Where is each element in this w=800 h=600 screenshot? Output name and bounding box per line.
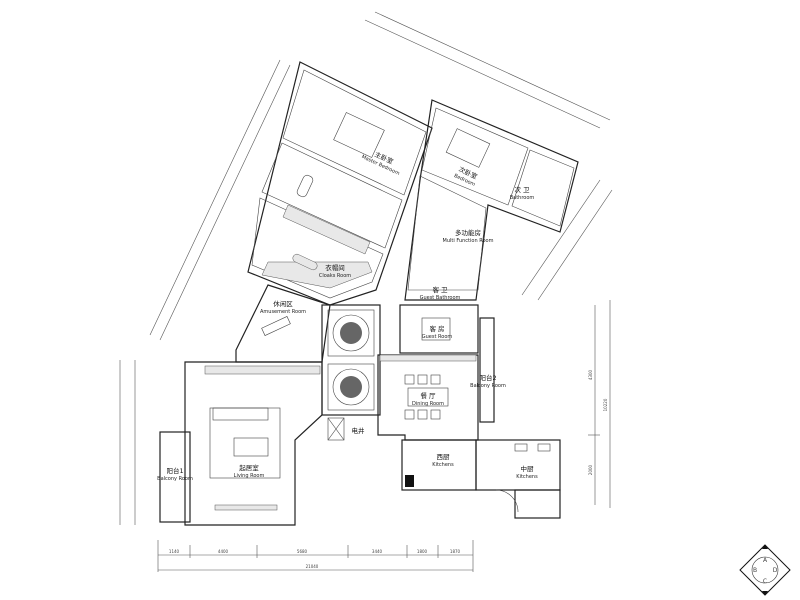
svg-text:Kitchens: Kitchens (432, 462, 454, 468)
svg-text:衣帽间: 衣帽间 (325, 263, 345, 272)
svg-text:阳台2: 阳台2 (479, 373, 496, 382)
bedroom-wing (364, 11, 613, 301)
svg-text:休闲区: 休闲区 (273, 299, 293, 308)
svg-text:B: B (753, 567, 757, 574)
left-dimensions (119, 360, 136, 525)
svg-text:5680: 5680 (297, 549, 308, 554)
master-wing (149, 59, 433, 341)
svg-text:客 卫: 客 卫 (432, 285, 448, 294)
svg-text:21040: 21040 (306, 564, 319, 569)
svg-text:10220: 10220 (603, 398, 608, 411)
svg-text:Cloaks Room: Cloaks Room (319, 273, 351, 279)
svg-text:客 房: 客 房 (429, 324, 444, 333)
living-block (159, 361, 323, 526)
svg-text:D: D (773, 567, 778, 574)
kitchens (401, 439, 561, 519)
room-label-shaft: 电井 (352, 426, 366, 435)
svg-text:Dining Room: Dining Room (412, 401, 444, 407)
svg-text:A: A (763, 557, 768, 564)
svg-text:C: C (763, 578, 767, 585)
central-hall (321, 304, 381, 441)
svg-text:4400: 4400 (218, 549, 229, 554)
svg-text:Multi Function Room: Multi Function Room (443, 238, 494, 244)
svg-text:1140: 1140 (169, 549, 180, 554)
svg-text:Living Room: Living Room (234, 473, 265, 479)
svg-text:3440: 3440 (372, 549, 383, 554)
svg-text:Bathroom: Bathroom (510, 195, 535, 201)
svg-text:Guest Bathroom: Guest Bathroom (420, 295, 461, 301)
svg-text:中厨: 中厨 (521, 464, 535, 473)
svg-text:4300: 4300 (588, 369, 593, 380)
svg-text:阳台1: 阳台1 (166, 466, 183, 475)
svg-text:Balcony Room: Balcony Room (157, 476, 193, 482)
svg-text:2000: 2000 (588, 464, 593, 475)
svg-text:Amusement Room: Amusement Room (260, 309, 306, 315)
compass-icon: A B C D (739, 544, 791, 596)
svg-text:Kitchens: Kitchens (516, 474, 538, 480)
svg-text:1870: 1870 (450, 549, 461, 554)
svg-text:起居室: 起居室 (239, 463, 259, 472)
svg-text:次 卫: 次 卫 (514, 185, 530, 194)
svg-text:Guest Room: Guest Room (422, 334, 453, 340)
svg-text:餐 厅: 餐 厅 (420, 391, 436, 400)
bottom-dimensions: 1140 4400 5680 3440 1800 1870 21040 (157, 540, 474, 572)
svg-text:西厨: 西厨 (437, 453, 451, 461)
svg-text:1800: 1800 (417, 549, 428, 554)
amusement-room-outline (235, 284, 331, 363)
svg-text:Balcony Room: Balcony Room (470, 383, 506, 389)
svg-text:多功能房: 多功能房 (455, 228, 481, 237)
right-dimensions: 4300 2000 10220 (588, 300, 611, 508)
